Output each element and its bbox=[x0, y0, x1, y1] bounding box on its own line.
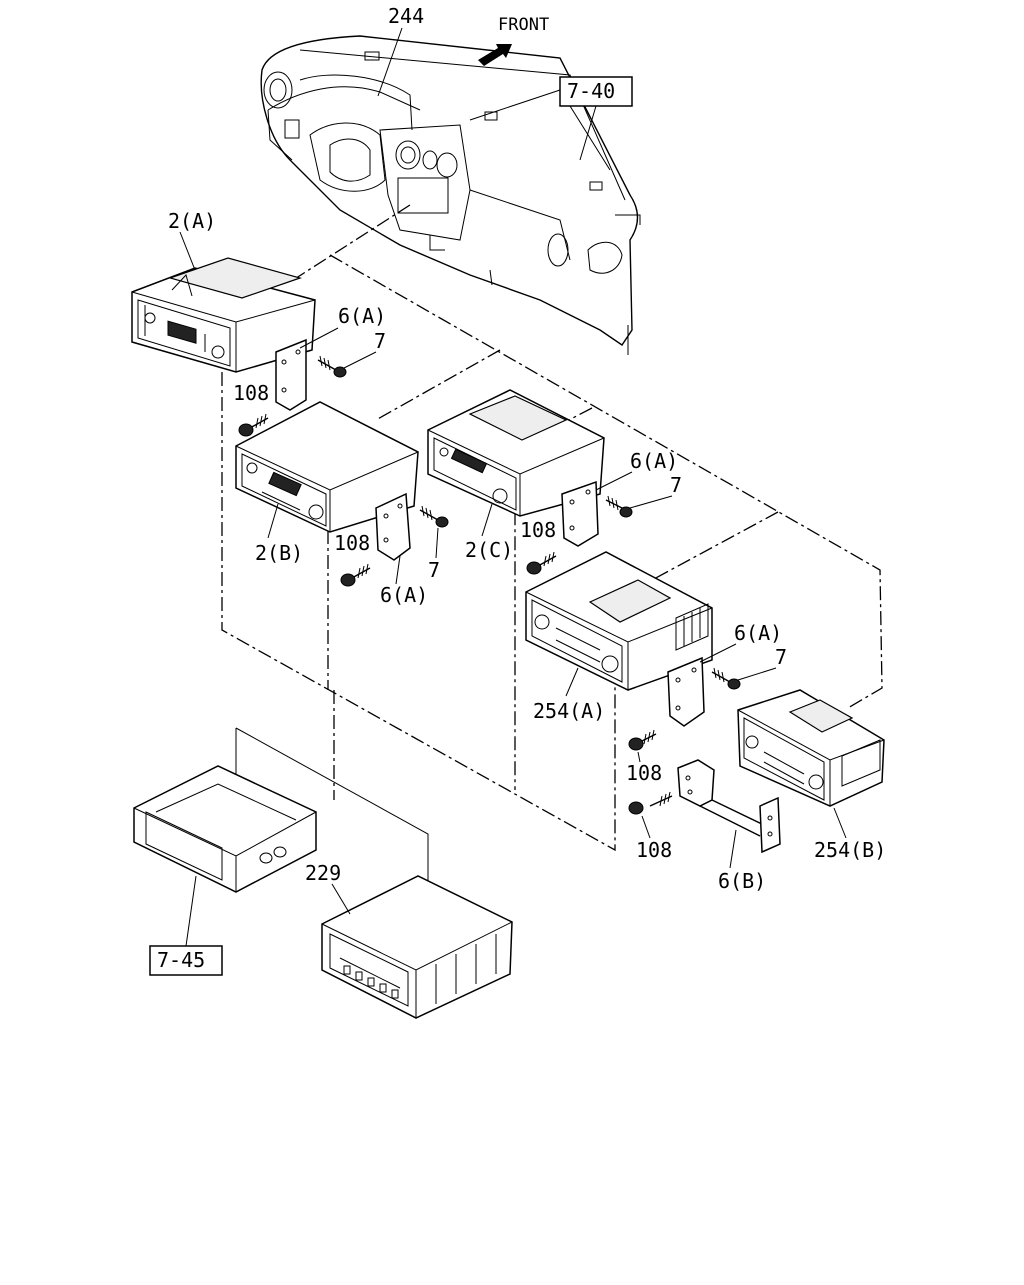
screw-108-3 bbox=[526, 551, 557, 575]
bracket-6a-3 bbox=[561, 480, 599, 547]
label-108-2: 108 bbox=[334, 531, 370, 555]
label-7-2: 7 bbox=[428, 558, 440, 582]
label-2b: 2(B) bbox=[255, 541, 303, 565]
label-6a-2: 6(A) bbox=[380, 583, 428, 607]
ref-box-7-45 bbox=[149, 945, 223, 976]
screw-7-1 bbox=[317, 355, 347, 378]
screw-7-2 bbox=[419, 505, 449, 528]
radio-254b bbox=[737, 689, 885, 807]
ref-box-7-40 bbox=[559, 76, 633, 107]
label-254b: 254(B) bbox=[814, 838, 886, 862]
screw-108-2 bbox=[340, 563, 371, 587]
bracket-6b bbox=[677, 759, 781, 854]
label-7-3: 7 bbox=[670, 473, 682, 497]
screw-108-1 bbox=[238, 413, 269, 437]
label-6a-3: 6(A) bbox=[630, 449, 678, 473]
screw-108-4 bbox=[628, 729, 657, 751]
label-108-5: 108 bbox=[636, 838, 672, 862]
bracket-6a-4 bbox=[667, 656, 705, 727]
label-2a: 2(A) bbox=[168, 209, 216, 233]
ref-7-45: 7-45 bbox=[157, 948, 205, 972]
pocket-7-45 bbox=[133, 765, 317, 893]
label-108-4: 108 bbox=[626, 761, 662, 785]
front-label: FRONT bbox=[498, 15, 549, 35]
screw-7-4 bbox=[711, 667, 741, 690]
bracket-6a-2 bbox=[375, 492, 411, 561]
radio-2b bbox=[235, 401, 419, 533]
ref-7-40: 7-40 bbox=[567, 79, 615, 103]
front-arrow-icon bbox=[478, 44, 512, 66]
label-6a-1: 6(A) bbox=[338, 304, 386, 328]
label-108-3: 108 bbox=[520, 518, 556, 542]
assembly-lines bbox=[221, 204, 883, 920]
amplifier-229 bbox=[321, 875, 513, 1019]
radio-2a bbox=[131, 257, 316, 373]
radio-254a bbox=[525, 551, 713, 691]
label-6a-4: 6(A) bbox=[734, 621, 782, 645]
label-244: 244 bbox=[388, 4, 424, 28]
label-7-1: 7 bbox=[374, 329, 386, 353]
label-7-4: 7 bbox=[775, 645, 787, 669]
screw-108-5 bbox=[628, 791, 673, 815]
radio-2c bbox=[427, 389, 605, 517]
label-254a: 254(A) bbox=[533, 699, 605, 723]
label-6b: 6(B) bbox=[718, 869, 766, 893]
dashboard-drawing bbox=[260, 35, 641, 355]
screw-7-3 bbox=[605, 495, 633, 518]
label-229: 229 bbox=[305, 861, 341, 885]
bracket-6a-1 bbox=[275, 338, 307, 411]
label-108-1: 108 bbox=[233, 381, 269, 405]
label-2c: 2(C) bbox=[465, 538, 513, 562]
